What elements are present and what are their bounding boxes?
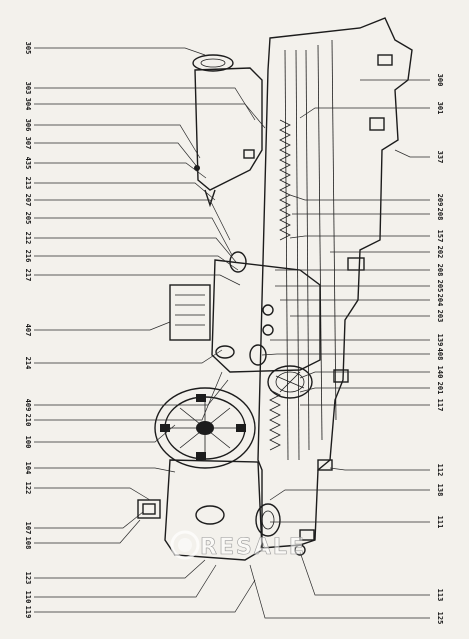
callout-right-203-10: 203: [436, 310, 444, 323]
callout-right-140-13: 140: [436, 366, 444, 379]
callout-left-407: 407: [24, 324, 32, 337]
leader-line-right-112-16: [329, 467, 430, 471]
leader-line-left-123: [34, 559, 206, 579]
leader-line-left-217: [34, 274, 241, 286]
callout-left-107: 107: [24, 522, 32, 535]
callout-left-306: 306: [24, 119, 32, 132]
leader-line-left-306: [34, 124, 201, 159]
leader-line-left-110: [34, 564, 217, 598]
carriage: [169, 251, 321, 373]
callout-right-138-17: 138: [436, 484, 444, 497]
leader-line-right-301-1: [299, 107, 430, 119]
watermark-text: RESALE: [200, 535, 306, 560]
callout-right-202-6: 202: [436, 246, 444, 259]
callout-right-139-11: 139: [436, 334, 444, 347]
callout-right-300-0: 300: [436, 74, 444, 87]
callout-right-408-12: 408: [436, 348, 444, 361]
callout-left-123: 123: [24, 572, 32, 585]
callout-right-113-19: 113: [436, 589, 444, 602]
leader-line-left-407: [34, 321, 171, 331]
leader-line-right-337-2: [394, 149, 430, 158]
tailstock: [192, 54, 263, 208]
callout-right-301-1: 301: [436, 102, 444, 115]
leader-line-left-104: [34, 467, 176, 473]
callout-left-304: 304: [24, 98, 32, 111]
callout-right-205-8: 205: [436, 280, 444, 293]
callout-left-104: 104: [24, 462, 32, 475]
callout-left-216: 216: [24, 250, 32, 263]
callout-right-117-15: 117: [436, 399, 444, 412]
callout-layer: 305 303 304 306 307 435 213 207 205 212 216 217 407 2…: [24, 42, 444, 625]
callout-left-305: 305: [24, 42, 32, 55]
callout-left-119: 119: [24, 606, 32, 619]
callout-left-409: 409: [24, 399, 32, 412]
leader-line-right-201-14: [299, 387, 430, 393]
callout-right-111-18: 111: [436, 516, 444, 529]
callout-left-108: 108: [24, 537, 32, 550]
leader-line-left-304: [34, 103, 266, 129]
leader-line-left-213: [34, 182, 216, 201]
callout-left-307: 307: [24, 137, 32, 150]
leader-line-right-125-20: [249, 564, 430, 619]
leader-line-right-408-12: [261, 353, 430, 356]
callout-left-210: 210: [24, 414, 32, 427]
leader-line-right-140-13: [299, 371, 430, 379]
callout-left-217: 217: [24, 269, 32, 282]
leader-line-left-216: [34, 255, 239, 271]
callout-right-157-5: 157: [436, 230, 444, 243]
apron-handwheel: [267, 365, 313, 399]
callout-right-208-7: 208: [436, 264, 444, 277]
leader-line-left-305: [34, 47, 206, 56]
callout-left-213: 213: [24, 177, 32, 190]
leader-line-left-100: [34, 424, 176, 443]
leader-line-left-205: [34, 217, 233, 256]
callout-left-205: 205: [24, 212, 32, 225]
leader-line-left-307: [34, 142, 199, 169]
headstock: [137, 459, 306, 561]
callout-left-207: 207: [24, 194, 32, 207]
callout-left-214: 214: [24, 357, 32, 370]
leader-line-left-122: [34, 487, 151, 501]
leader-line-right-113-19: [299, 551, 430, 596]
leader-line-left-435: [34, 162, 207, 179]
callout-left-100: 100: [24, 436, 32, 449]
leader-line-right-209-3: [289, 194, 430, 201]
callout-right-204-9: 204: [436, 294, 444, 307]
lathe-bed: [257, 17, 413, 549]
callout-right-125-20: 125: [436, 612, 444, 625]
leader-line-left-107: [34, 511, 144, 529]
leader-line-left-303: [34, 87, 256, 121]
callout-left-122: 122: [24, 482, 32, 495]
leader-line-left-212: [34, 237, 237, 263]
callout-left-110: 110: [24, 591, 32, 604]
callout-right-208-4: 208: [436, 208, 444, 221]
callout-right-112-16: 112: [436, 464, 444, 477]
callout-left-212: 212: [24, 232, 32, 245]
leader-line-left-207: [34, 199, 231, 241]
callout-right-201-14: 201: [436, 382, 444, 395]
callout-left-303: 303: [24, 82, 32, 95]
callout-right-209-3: 209: [436, 194, 444, 207]
leader-line-left-210: [34, 371, 223, 421]
leader-line-right-157-5: [289, 235, 430, 239]
leader-line-left-108: [34, 519, 141, 544]
callout-right-337-2: 337: [436, 151, 444, 164]
leader-line-left-119: [34, 579, 256, 613]
leader-line-left-214: [34, 349, 223, 364]
callout-left-435: 435: [24, 157, 32, 170]
leader-line-right-138-17: [269, 489, 430, 501]
chuck: [154, 387, 256, 469]
